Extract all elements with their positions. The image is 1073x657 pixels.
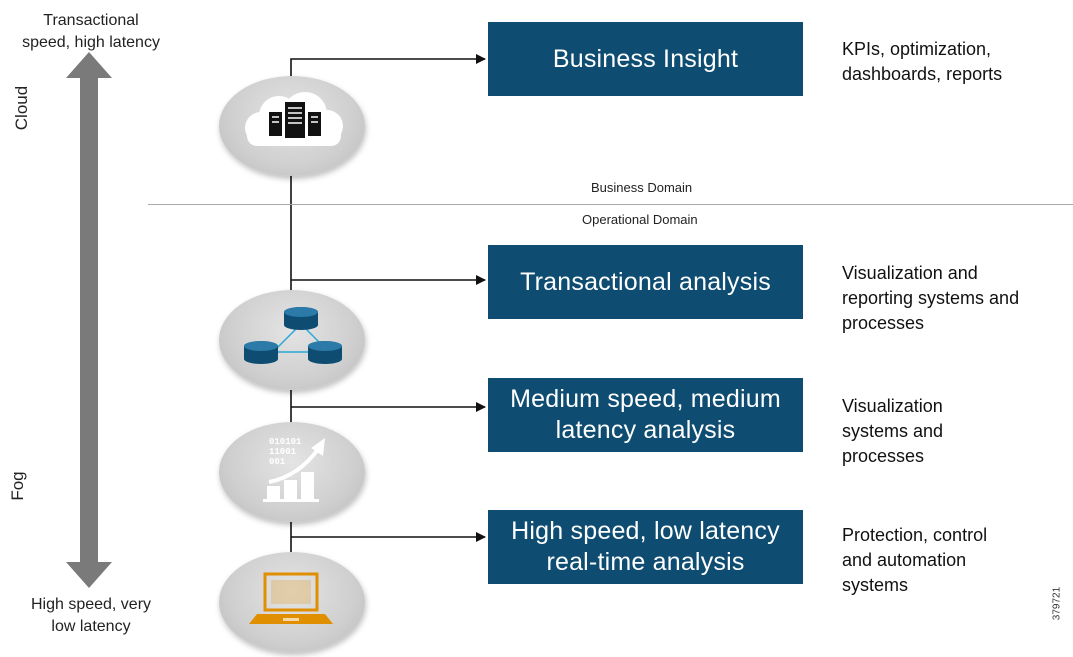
cloud-node bbox=[219, 76, 365, 176]
tier-2-box-label: Transactional analysis bbox=[520, 267, 771, 296]
data-growth-chart-icon: 010101 11001 001 bbox=[263, 437, 325, 502]
tier-4-description-line3: systems bbox=[842, 575, 909, 595]
cloud-datacenter-icon bbox=[245, 92, 343, 146]
operational-domain-label: Operational Domain bbox=[582, 212, 698, 227]
tier-3-description: Visualization systems and processes bbox=[842, 394, 943, 469]
tier-4-box-label-line1: High speed, low latency bbox=[511, 517, 780, 545]
tier-1-box: Business Insight bbox=[488, 22, 803, 96]
axis-bottom-label-line1: High speed, very bbox=[30, 596, 152, 613]
laptop-node bbox=[219, 552, 365, 652]
axis-bottom-label: High speed, very low latency bbox=[0, 594, 182, 638]
axis-top-label-line2: speed, high latency bbox=[22, 34, 160, 51]
tier-1-box-label: Business Insight bbox=[552, 44, 739, 73]
tier-2-box: Transactional analysis bbox=[488, 245, 803, 319]
tier-4-box: High speed, low latency real-time analys… bbox=[488, 510, 803, 584]
tier-2-description-line2: reporting systems and bbox=[842, 288, 1020, 308]
tier-1-description-line1: KPIs, optimization, bbox=[842, 39, 992, 59]
tier-4-description-line2: and automation bbox=[842, 550, 967, 570]
figure-id: 379721 bbox=[1051, 586, 1063, 621]
tier-2-description-line1: Visualization and bbox=[842, 263, 978, 283]
database-network-icon bbox=[244, 307, 342, 364]
binary-text-line-1: 010101 bbox=[269, 437, 302, 447]
axis-top-label: Transactional speed, high latency bbox=[0, 10, 182, 54]
tier-4-box-label-line2: real-time analysis bbox=[546, 548, 745, 576]
tier-3-description-line3: processes bbox=[842, 446, 925, 466]
binary-text-line-3: 001 bbox=[269, 457, 286, 467]
tier-2-description-line3: processes bbox=[842, 313, 925, 333]
tier-1-description-line2: dashboards, reports bbox=[842, 64, 1003, 84]
chart-node: 010101 11001 001 bbox=[219, 422, 365, 522]
binary-text-line-2: 11001 bbox=[269, 447, 297, 457]
business-domain-label: Business Domain bbox=[591, 180, 693, 195]
tier-3-box-label-line2: latency analysis bbox=[555, 416, 736, 444]
tier-2-description: Visualization and reporting systems and … bbox=[842, 261, 1019, 336]
tier-4-description: Protection, control and automation syste… bbox=[842, 523, 987, 598]
tier-1-description: KPIs, optimization, dashboards, reports bbox=[842, 37, 1002, 87]
tier-3-box: Medium speed, medium latency analysis bbox=[488, 378, 803, 452]
tier-3-description-line2: systems and bbox=[842, 421, 944, 441]
axis-arrow-shape bbox=[66, 52, 112, 588]
speed-latency-axis-arrow bbox=[66, 52, 112, 588]
axis-bottom-label-line2: low latency bbox=[51, 618, 131, 635]
tier-3-box-label-line1: Medium speed, medium bbox=[510, 385, 781, 413]
axis-top-label-line1: Transactional bbox=[43, 12, 139, 29]
laptop-icon bbox=[249, 572, 333, 624]
database-node bbox=[219, 290, 365, 390]
connector-tier-1 bbox=[290, 54, 486, 78]
domain-divider bbox=[148, 204, 1073, 205]
tier-4-description-line1: Protection, control bbox=[842, 525, 988, 545]
tier-3-description-line1: Visualization bbox=[842, 396, 943, 416]
